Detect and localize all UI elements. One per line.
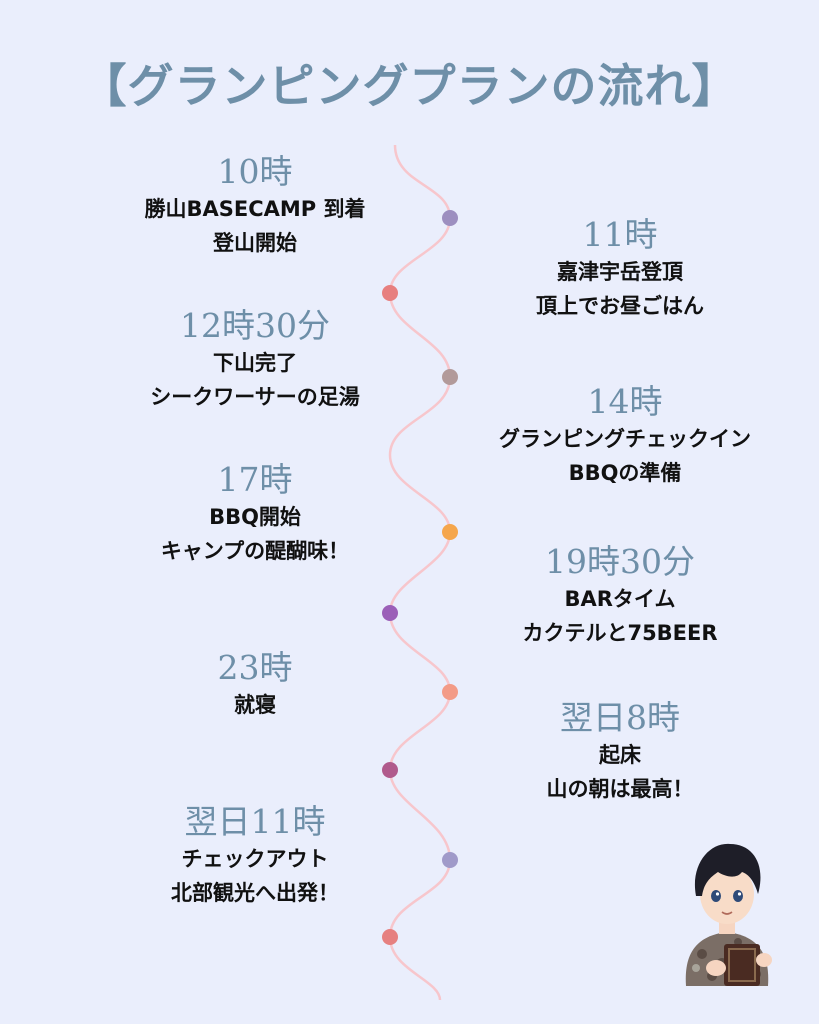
- schedule-entry-11: 11時 嘉津宇岳登頂 頂上でお昼ごはん: [455, 215, 785, 323]
- entry-text-1: 嘉津宇岳登頂: [557, 260, 683, 284]
- entry-time: 12時30分: [180, 306, 330, 345]
- entry-text-1: BARタイム: [564, 587, 676, 611]
- timeline-dot: [442, 852, 458, 868]
- schedule-entry-10: 10時 勝山BASECAMP 到着 登山開始: [60, 152, 450, 260]
- schedule-entry-next8: 翌日8時 起床 山の朝は最高！: [455, 698, 785, 806]
- schedule-entry-1930: 19時30分 BARタイム カクテルと75BEER: [455, 542, 785, 650]
- entry-text-2: 登山開始: [213, 231, 297, 255]
- entry-text-1: 下山完了: [213, 351, 297, 375]
- entry-text-2: 山の朝は最高！: [546, 777, 694, 801]
- timeline-dot: [442, 369, 458, 385]
- character-hair: [694, 843, 761, 896]
- entry-time: 19時30分: [545, 542, 695, 581]
- schedule-entry-17: 17時 BBQ開始 キャンプの醍醐味！: [60, 460, 450, 568]
- entry-text-1: BBQ開始: [209, 505, 301, 529]
- entry-time: 14時: [587, 382, 663, 421]
- entry-text-1: 起床: [599, 743, 641, 767]
- entry-time: 17時: [217, 460, 293, 499]
- entry-text-2: 頂上でお昼ごはん: [536, 294, 704, 318]
- entry-text-2: キャンプの醍醐味！: [160, 539, 350, 563]
- character-book: [724, 944, 760, 986]
- entry-time: 23時: [217, 648, 293, 687]
- entry-time: 11時: [582, 215, 658, 254]
- entry-text-2: カクテルと75BEER: [522, 621, 718, 645]
- timeline-dot: [382, 605, 398, 621]
- timeline-dot: [382, 762, 398, 778]
- schedule-entry-23: 23時 就寝: [60, 648, 450, 722]
- entry-text-2: シークワーサーの足湯: [150, 385, 360, 409]
- timeline-dot: [382, 929, 398, 945]
- entry-text-1: チェックアウト: [181, 847, 329, 871]
- timeline-dot: [442, 684, 458, 700]
- character-illustration: [685, 843, 772, 986]
- entry-text-1: グランピングチェックイン: [499, 427, 751, 451]
- entry-time: 10時: [217, 152, 293, 191]
- entry-time: 翌日8時: [560, 698, 680, 737]
- timeline-dot: [442, 524, 458, 540]
- entry-text-1: 就寝: [234, 693, 276, 717]
- schedule-entry-14: 14時 グランピングチェックイン BBQの準備: [440, 382, 810, 490]
- timeline-dot: [442, 210, 458, 226]
- entry-time: 翌日11時: [184, 802, 326, 841]
- character-face: [700, 864, 754, 924]
- timeline-dot: [382, 285, 398, 301]
- entry-text-2: BBQの準備: [568, 461, 682, 485]
- entry-text-2: 北部観光へ出発！: [171, 881, 339, 905]
- page-title: 【グランピングプランの流れ】: [80, 59, 739, 113]
- entry-text-1: 勝山BASECAMP 到着: [144, 197, 366, 221]
- schedule-entry-next11: 翌日11時 チェックアウト 北部観光へ出発！: [60, 802, 450, 910]
- schedule-entry-1230: 12時30分 下山完了 シークワーサーの足湯: [60, 306, 450, 414]
